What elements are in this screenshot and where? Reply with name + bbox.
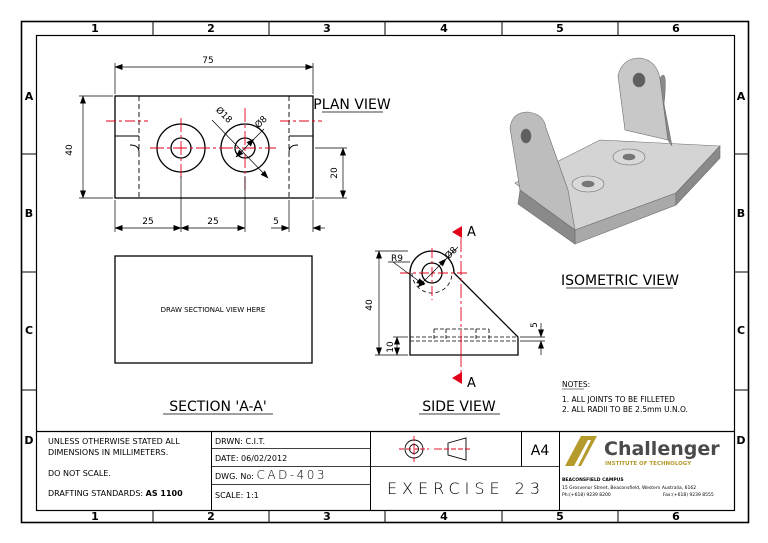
- dimension-text: 25: [142, 217, 153, 227]
- row-label: D: [24, 434, 33, 447]
- dimension-text: Ø8: [443, 245, 460, 262]
- general-note-line: UNLESS OTHERWISE STATED ALL: [48, 437, 180, 446]
- row-label: B: [737, 207, 745, 220]
- side-dimension-texts: R9 Ø8 40 10 5: [365, 245, 540, 353]
- notes: NOTES: 1. ALL JOINTS TO BE FILLETED 2. A…: [562, 380, 688, 414]
- iso-right-hole: [632, 72, 646, 88]
- iso-boss-2-hole: [622, 153, 636, 161]
- cutting-plane-arrows: [452, 226, 462, 384]
- date-field: DATE: 06/02/2012: [215, 454, 287, 463]
- cutting-arrow-bottom: [452, 372, 462, 384]
- dimension-text: 75: [202, 56, 213, 66]
- column-label: 3: [323, 510, 331, 523]
- logo-emblem: [565, 436, 597, 466]
- do-not-scale-text: DO NOT SCALE.: [48, 469, 111, 478]
- cutting-plane-label: A: [467, 225, 476, 240]
- drafting-standards-value: AS 1100: [146, 489, 183, 498]
- row-label: C: [737, 324, 745, 337]
- challenger-logo: Challenger INSTITUTE OF TECHNOLOGY BEACO…: [562, 436, 720, 498]
- column-label: 1: [91, 510, 99, 523]
- column-label: 4: [440, 510, 448, 523]
- column-labels-bottom: 1 2 3 4 5 6: [91, 510, 680, 523]
- dimension-text: Ø18: [213, 105, 234, 126]
- plan-dimension-texts: 75 40 25 25 5 20 Ø18 Ø8: [65, 56, 340, 227]
- notes-item: 2. ALL RADII TO BE 2.5mm U.N.O.: [562, 405, 688, 414]
- row-labels-left: A B C D: [24, 90, 33, 447]
- row-labels-right: A B C D: [736, 90, 745, 447]
- row-label: B: [25, 207, 33, 220]
- dimension-text: 40: [365, 299, 375, 311]
- view-title: ISOMETRIC VIEW: [561, 273, 679, 289]
- dimension-text: 40: [65, 144, 75, 156]
- column-label: 4: [440, 22, 448, 35]
- column-label: 2: [207, 510, 215, 523]
- column-labels-top: 1 2 3 4 5 6: [91, 22, 680, 35]
- view-title: SIDE VIEW: [422, 399, 496, 415]
- cutting-arrow-top: [452, 226, 462, 238]
- iso-right-bracket: [617, 57, 669, 141]
- plan-view: 75 40 25 25 5 20 Ø18 Ø8 PLAN VIEW: [65, 56, 391, 232]
- iso-right-bracket-side: [659, 74, 673, 147]
- dimension-text: 5: [273, 217, 279, 227]
- exercise-title: EXERCISE 23: [387, 479, 545, 498]
- column-label: 6: [672, 510, 680, 523]
- section-view: DRAW SECTIONAL VIEW HERE SECTION 'A-A': [114, 255, 313, 415]
- campus-phone: Ph:(+618) 9239 8200: [562, 492, 611, 498]
- logo-subtitle: INSTITUTE OF TECHNOLOGY: [605, 461, 692, 467]
- title-block-general: UNLESS OTHERWISE STATED ALL DIMENSIONS I…: [48, 437, 183, 498]
- iso-boss-1-hole: [581, 180, 595, 188]
- row-label: A: [25, 90, 34, 103]
- row-label: D: [736, 434, 745, 447]
- view-title: SECTION 'A-A': [169, 399, 266, 415]
- drawing-number-value: CAD-403: [256, 468, 327, 482]
- title-block: [36, 430, 735, 511]
- general-note-line: DIMENSIONS IN MILLIMETERS.: [48, 448, 168, 457]
- scale-field: SCALE: 1:1: [215, 491, 259, 500]
- column-label: 5: [556, 510, 564, 523]
- dimension-text: 10: [386, 341, 396, 353]
- drawing-number-label: DWG. No:: [215, 472, 256, 481]
- notes-item: 1. ALL JOINTS TO BE FILLETED: [562, 395, 675, 404]
- drafting-standards-label: DRAFTING STANDARDS:: [48, 489, 146, 498]
- plan-dimensions: [79, 63, 347, 232]
- dimension-text: 20: [330, 167, 340, 179]
- notes-heading: NOTES:: [562, 380, 590, 389]
- iso-base-side: [675, 145, 721, 206]
- dimension-text: 25: [207, 217, 218, 227]
- sheet-size: A4: [531, 443, 550, 459]
- section-placeholder-box: [114, 255, 313, 364]
- column-label: 5: [556, 22, 564, 35]
- row-label: C: [25, 324, 33, 337]
- campus-address: 15 Grosvenor Street, Beaconsfield, Weste…: [562, 485, 696, 491]
- title-block-info: DRWN: C.I.T. DATE: 06/02/2012 DWG. No: C…: [215, 437, 327, 500]
- dimension-text: 5: [530, 322, 540, 328]
- view-title: PLAN VIEW: [313, 97, 391, 113]
- column-label: 2: [207, 22, 215, 35]
- row-label: A: [737, 90, 746, 103]
- campus-fax: Fax:(+618) 9239 8555: [663, 492, 714, 498]
- sheet-border: [20, 20, 750, 524]
- drawing-number-field: DWG. No: CAD-403: [215, 468, 327, 482]
- section-placeholder-text: DRAW SECTIONAL VIEW HERE: [161, 306, 266, 314]
- campus-name: BEACONSFIELD CAMPUS: [562, 477, 624, 483]
- iso-left-hole: [520, 128, 532, 144]
- column-label: 1: [91, 22, 99, 35]
- third-angle-projection-icon: [399, 436, 472, 462]
- column-label: 3: [323, 22, 331, 35]
- side-dimensions: [375, 246, 545, 356]
- side-outline: [409, 250, 519, 356]
- isometric-view: [509, 57, 721, 245]
- iso-left-bracket-edge: [517, 189, 576, 245]
- column-label: 6: [672, 22, 680, 35]
- side-view: A A R9 Ø8 40 10 5 SIDE VIEW: [365, 225, 545, 415]
- dimension-text: R9: [391, 254, 403, 264]
- drafting-standards-text: DRAFTING STANDARDS: AS 1100: [48, 489, 183, 498]
- cutting-plane-label: A: [467, 376, 476, 391]
- drawn-by-field: DRWN: C.I.T.: [215, 437, 265, 446]
- logo-name: Challenger: [604, 438, 720, 460]
- dimension-text: Ø8: [253, 114, 270, 131]
